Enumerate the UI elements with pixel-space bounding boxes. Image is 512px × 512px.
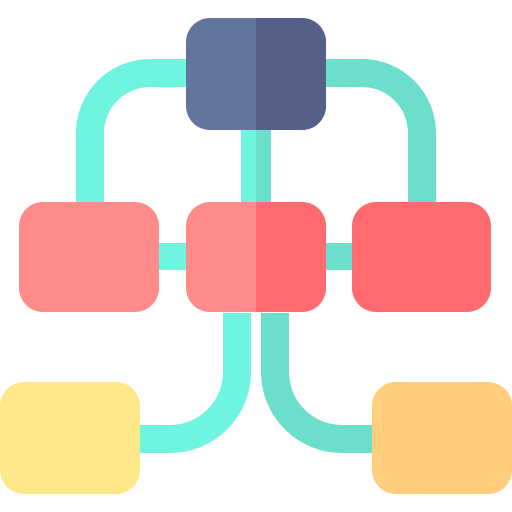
middle-center-node-right <box>256 202 326 312</box>
middle-right-node <box>352 202 491 312</box>
connector-top-center-right <box>256 130 271 202</box>
connector-top-center-left <box>241 130 256 202</box>
connector-lines <box>76 59 436 453</box>
connector-bottom-right <box>261 313 372 453</box>
connector-bottom-left <box>140 313 251 453</box>
middle-left-node <box>19 202 159 312</box>
connector-mid-left <box>158 243 186 270</box>
connector-mid-right <box>326 243 354 270</box>
top-node <box>186 18 326 130</box>
connector-top-right <box>325 59 436 202</box>
connector-top-left <box>76 59 187 202</box>
bottom-right-node <box>372 382 512 494</box>
top-node-right <box>256 18 326 130</box>
middle-center-node <box>186 202 326 312</box>
bottom-left-node <box>0 382 140 494</box>
